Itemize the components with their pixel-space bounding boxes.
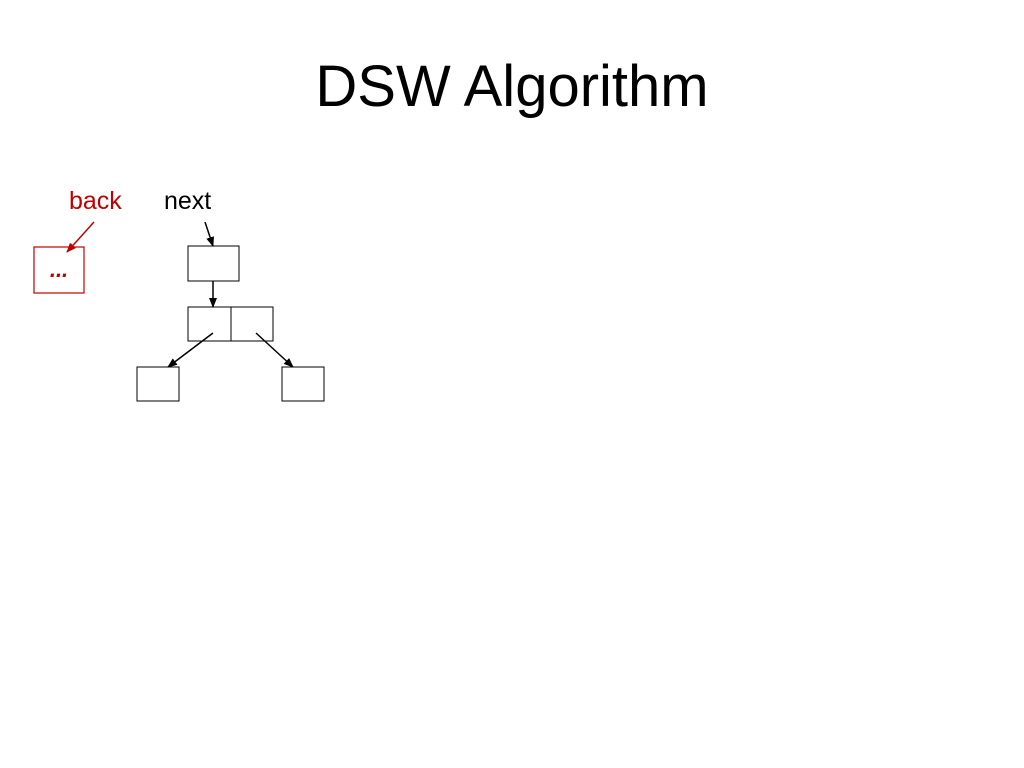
parent-node-right-cell	[230, 306, 274, 342]
back-arrow	[66, 221, 95, 253]
right-child-arrow	[255, 332, 294, 368]
right-child-node	[281, 366, 325, 402]
back-node-box	[33, 246, 85, 294]
left-child-node	[136, 366, 180, 402]
slide-title: DSW Algorithm	[315, 54, 709, 119]
back-label: back	[69, 187, 122, 215]
back-node-ellipsis: ...	[49, 257, 69, 282]
top-node	[187, 245, 240, 282]
next-arrow	[204, 221, 214, 247]
next-label: next	[164, 187, 212, 215]
left-child-arrow	[167, 332, 214, 368]
